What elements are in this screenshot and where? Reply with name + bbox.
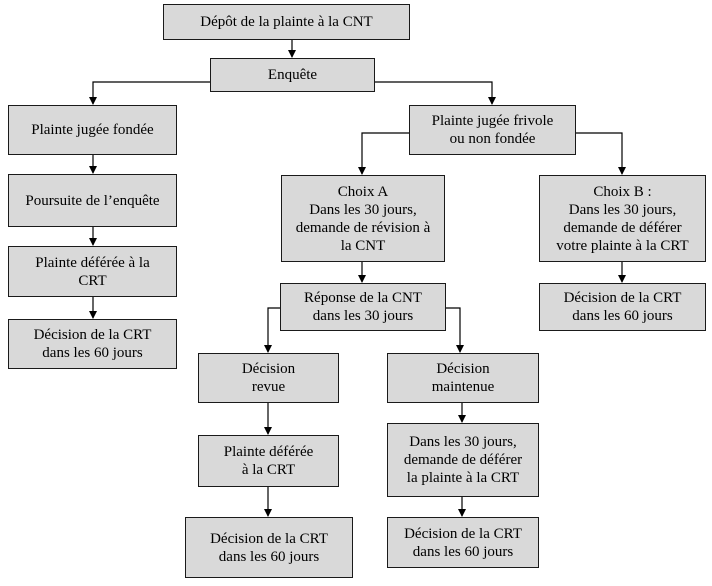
crt-decision-reviewed-box: Décision de la CRT dans les 60 jours	[185, 517, 353, 578]
complaint-referred-left-box: Plainte déférée à la CRT	[8, 246, 177, 297]
crt-decision-left-box: Décision de la CRT dans les 60 jours	[8, 319, 177, 369]
decision-reviewed-box: Décision revue	[198, 353, 339, 403]
choice-b-box: Choix B : Dans les 30 jours, demande de …	[539, 175, 706, 262]
complaint-referred-reviewed-box: Plainte déférée à la CRT	[198, 435, 339, 487]
connector-reponse-maintenue	[446, 307, 464, 353]
complaint-filing-box: Dépôt de la plainte à la CNT	[163, 4, 410, 40]
founded-complaint-box: Plainte jugée fondée	[8, 105, 177, 155]
connector-frivole-choix-a	[358, 132, 410, 175]
investigation-continues-box: Poursuite de l’enquête	[8, 174, 177, 227]
frivolous-complaint-box: Plainte jugée frivole ou non fondée	[409, 105, 576, 155]
cnt-response-box: Réponse de la CNT dans les 30 jours	[280, 283, 446, 331]
crt-decision-choice-b-box: Décision de la CRT dans les 60 jours	[539, 283, 706, 331]
connector-enquete-frivole	[375, 81, 496, 105]
choice-a-box: Choix A Dans les 30 jours, demande de ré…	[281, 175, 445, 262]
referral-request-box: Dans les 30 jours, demande de déférer la…	[387, 423, 539, 497]
connector-frivole-choix-b	[576, 132, 626, 175]
connector-enquete-fondee	[89, 81, 210, 105]
crt-decision-maintained-box: Décision de la CRT dans les 60 jours	[387, 517, 539, 568]
connector-reponse-revue	[264, 307, 281, 353]
decision-maintained-box: Décision maintenue	[387, 353, 539, 403]
investigation-box: Enquête	[210, 58, 375, 92]
